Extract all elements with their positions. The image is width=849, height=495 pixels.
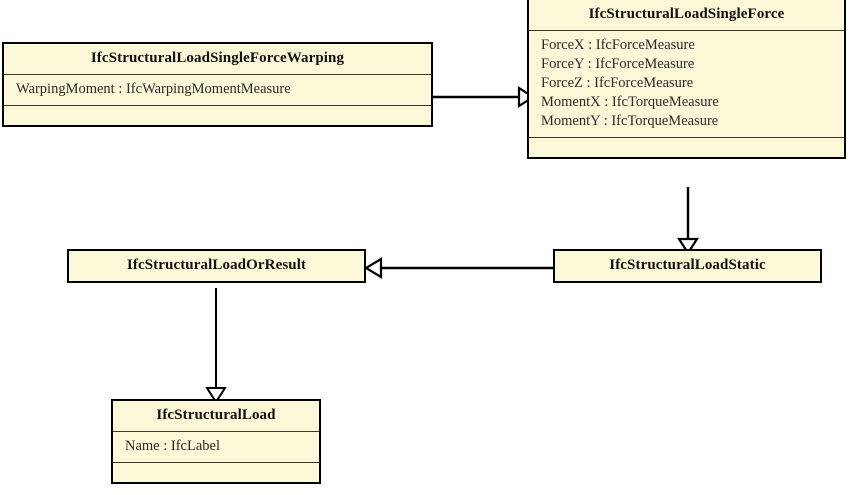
class-box-ifcstructuralload[interactable]: IfcStructuralLoad Name : IfcLabel [111, 399, 321, 484]
generalization-warping-to-single-force [433, 85, 536, 109]
operation-compartment [529, 137, 844, 157]
attribute-compartment: Name : IfcLabel [113, 431, 319, 462]
generalization-static-to-load-or-result [363, 257, 553, 279]
attribute-row: ForceX : IfcForceMeasure [541, 37, 695, 53]
class-title: IfcStructuralLoadSingleForceWarping [90, 50, 345, 66]
operation-compartment [113, 462, 319, 482]
attribute-row: Name : IfcLabel [125, 438, 221, 454]
attribute-compartment: ForceX : IfcForceMeasure ForceY : IfcFor… [529, 30, 844, 137]
attribute-row: WarpingMoment : IfcWarpingMomentMeasure [16, 81, 291, 97]
class-title: IfcStructuralLoad [156, 407, 276, 423]
generalization-single-force-to-static [676, 187, 700, 256]
class-title: IfcStructuralLoadSingleForce [588, 6, 785, 22]
attribute-row: ForceZ : IfcForceMeasure [541, 75, 694, 91]
class-box-ifcstructuralloadsingleforcewarping[interactable]: IfcStructuralLoadSingleForceWarping Warp… [2, 42, 433, 127]
generalization-load-or-result-to-structural-load [205, 288, 227, 404]
class-title: IfcStructuralLoadOrResult [126, 257, 307, 273]
operation-compartment [4, 105, 431, 125]
hollow-triangle-arrowhead [205, 387, 227, 404]
attribute-compartment: WarpingMoment : IfcWarpingMomentMeasure [4, 74, 431, 105]
class-box-ifcstructuralloadorresult[interactable]: IfcStructuralLoadOrResult [67, 249, 366, 283]
attribute-row: MomentY : IfcTorqueMeasure [541, 113, 719, 129]
class-title: IfcStructuralLoadStatic [609, 257, 766, 273]
attribute-row: MomentX : IfcTorqueMeasure [541, 94, 719, 110]
hollow-triangle-arrowhead [363, 257, 383, 279]
class-box-ifcstructuralloadstatic[interactable]: IfcStructuralLoadStatic [553, 249, 822, 283]
hollow-triangle-arrowhead [676, 237, 700, 256]
class-box-ifcstructuralloadsingleforce[interactable]: IfcStructuralLoadSingleForce ForceX : If… [527, 0, 846, 159]
attribute-row: ForceY : IfcForceMeasure [541, 56, 695, 72]
hollow-triangle-arrowhead [517, 85, 536, 109]
